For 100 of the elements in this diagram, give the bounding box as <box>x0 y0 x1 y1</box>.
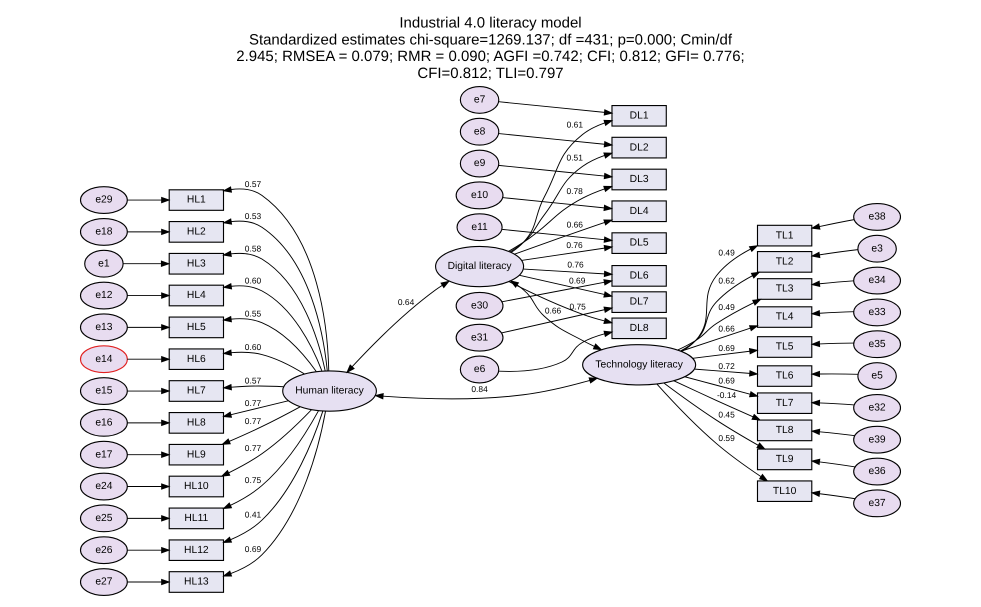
edge-label: 0.58 <box>244 244 262 254</box>
arrow <box>810 428 856 436</box>
arrow <box>498 101 614 116</box>
arrow <box>126 483 171 490</box>
edge-label: 0.66 <box>718 323 735 334</box>
edge-label: 0.62 <box>718 276 735 286</box>
node-box: DL7 <box>611 291 667 313</box>
arrow <box>222 316 317 372</box>
edge-label: 0.49 <box>718 302 735 312</box>
node-ellipse: e34 <box>853 266 902 294</box>
node-box: TL8 <box>756 419 812 442</box>
arrow <box>498 164 614 180</box>
edge-label: 0.59 <box>718 432 735 443</box>
arrow <box>220 409 312 477</box>
edge-label: 0.72 <box>718 360 735 371</box>
node-ellipse: e13 <box>80 313 128 342</box>
diagram-title: Industrial 4.0 literacy model <box>399 14 582 32</box>
arrow <box>694 368 759 377</box>
edge-label: 0.75 <box>244 474 262 485</box>
arrow <box>684 376 759 398</box>
node-ellipse: e33 <box>853 298 902 326</box>
arrow <box>692 348 759 359</box>
node-ellipse: e38 <box>853 202 902 231</box>
arrow <box>681 245 759 352</box>
node-ellipse: e12 <box>80 282 128 310</box>
node-box: DL1 <box>611 104 667 127</box>
node-ellipse: e27 <box>80 568 128 596</box>
edge-label: 0.77 <box>244 416 262 426</box>
edge-label: 0.69 <box>718 376 735 386</box>
arrow <box>508 186 614 252</box>
arrow <box>126 515 171 522</box>
edge-label: 0.69 <box>718 342 735 353</box>
node-box: HL13 <box>168 571 224 593</box>
arrow <box>222 400 289 418</box>
edge-label: 0.69 <box>244 544 262 554</box>
node-box: TL4 <box>756 306 812 328</box>
edge-label: 0.66 <box>544 306 562 316</box>
edge-label: 0.76 <box>566 240 583 250</box>
node-ellipse: e29 <box>80 186 128 214</box>
arrow <box>126 420 171 426</box>
arrow <box>664 382 766 450</box>
arrow <box>810 400 855 406</box>
arrow <box>523 268 614 278</box>
edge-label: 0.75 <box>569 302 586 312</box>
node-ellipse: e7 <box>460 86 500 114</box>
edge-label: 0.66 <box>566 220 583 230</box>
node-ellipse: e5 <box>857 362 897 390</box>
node-ellipse: Human literacy <box>282 370 377 412</box>
node-box: HL6 <box>168 348 224 370</box>
node-box: DL6 <box>611 265 667 287</box>
node-box: HL8 <box>168 412 224 434</box>
node-box: HL10 <box>168 476 224 498</box>
node-ellipse: e26 <box>80 536 128 564</box>
edge-label: 0.51 <box>566 152 583 162</box>
node-box: HL5 <box>168 316 224 338</box>
edge-label: 0.76 <box>567 260 584 270</box>
arrow <box>510 152 614 252</box>
node-ellipse: e25 <box>80 504 128 532</box>
arrow <box>221 406 300 445</box>
arrow <box>222 410 319 510</box>
node-ellipse: e15 <box>80 377 128 405</box>
arrow <box>222 349 305 374</box>
arrow <box>126 228 171 236</box>
node-ellipse: e6 <box>460 356 500 384</box>
node-ellipse: e16 <box>80 408 128 437</box>
arrow <box>122 260 170 267</box>
edge-label: 0.55 <box>244 308 262 318</box>
edge-label: 0.60 <box>244 276 262 286</box>
node-ellipse: e36 <box>853 458 902 486</box>
node-box: HL11 <box>168 507 224 530</box>
arrow <box>222 218 328 372</box>
arrow <box>126 546 171 554</box>
node-ellipse: e37 <box>853 489 902 518</box>
edge-label: 0.60 <box>244 342 262 352</box>
node-ellipse: e10 <box>456 181 504 210</box>
node-box: TL1 <box>756 224 812 246</box>
caption: Standardized estimates chi-square=1269.137; df =431; p=0.000; Cmin/df 2.945; RMSEA = 0.079; RMR = 0.090; AGFI =0.742; CFI; 0.812; GFI= 0.776; CFI=0.812; TLI=0.797 <box>236 31 745 82</box>
arrow <box>511 120 614 253</box>
arrow <box>346 280 450 374</box>
arrow <box>126 356 171 362</box>
edge-label: 0.57 <box>244 179 262 190</box>
edge-label: 0.57 <box>244 376 262 386</box>
edge-label: 0.64 <box>398 297 414 308</box>
arrow <box>810 249 858 258</box>
node-box: HL1 <box>168 189 224 211</box>
arrow <box>222 186 330 372</box>
arrow <box>222 384 284 390</box>
edge-label: 0.49 <box>718 247 735 258</box>
arrow <box>810 310 854 317</box>
arrow <box>810 340 854 348</box>
arrow <box>680 272 760 352</box>
node-ellipse: e8 <box>460 118 500 146</box>
edge-label: 0.69 <box>569 276 586 286</box>
node-ellipse: e35 <box>853 330 902 358</box>
arrow <box>810 370 858 378</box>
node-ellipse: e17 <box>80 440 128 469</box>
arrow <box>126 292 171 299</box>
edge-label: 0.77 <box>244 443 262 454</box>
edge-label: 0.78 <box>566 186 583 196</box>
node-box: DL4 <box>611 200 667 222</box>
